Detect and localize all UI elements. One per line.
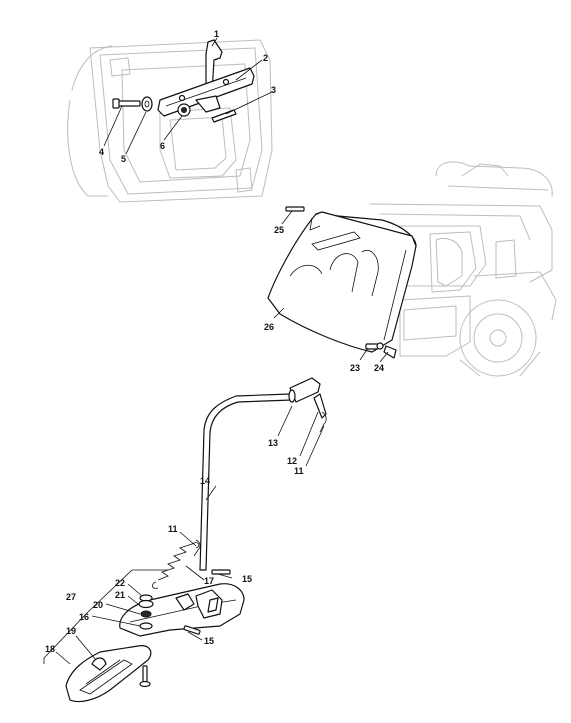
callout-13: 13	[268, 438, 278, 448]
foot-pedal-part	[65, 645, 152, 703]
callout-27: 27	[66, 592, 76, 602]
pedal-plate-part	[119, 583, 245, 637]
rod-pin-lower-part	[183, 625, 201, 635]
callout-16: 16	[79, 612, 89, 622]
catcher-bolt-part	[365, 342, 384, 350]
callout-26: 26	[264, 322, 274, 332]
callout-1: 1	[214, 29, 219, 39]
washer-part	[141, 96, 153, 112]
callout-18: 18	[45, 644, 55, 654]
mower-rear-view	[267, 161, 557, 377]
grass-catcher-part	[267, 211, 417, 353]
callout-15-lower: 15	[204, 636, 214, 646]
lever-assembly	[199, 377, 327, 579]
callout-17: 17	[204, 576, 214, 586]
callout-5: 5	[121, 154, 126, 164]
callout-14: 14	[200, 476, 210, 486]
callout-19: 19	[66, 626, 76, 636]
rod-pin-upper-part	[211, 569, 231, 575]
washer-stack-part	[138, 594, 154, 630]
pedal-base-assembly	[43, 531, 245, 703]
callout-25: 25	[274, 225, 284, 235]
catcher-clip-part	[383, 345, 397, 359]
callout-24: 24	[374, 363, 384, 373]
callout-11-lower: 11	[168, 524, 178, 534]
retaining-pin-part	[313, 393, 327, 419]
bolt-part	[112, 98, 141, 109]
callout-11-upper: 11	[294, 466, 304, 476]
callout-12: 12	[287, 456, 297, 466]
split-pin-upper-part	[319, 411, 327, 433]
callout-22: 22	[115, 578, 125, 588]
pedal-bolt-part	[139, 665, 151, 688]
callout-4: 4	[99, 147, 104, 157]
spring-part	[152, 542, 200, 589]
callout-2: 2	[263, 53, 268, 63]
callout-21: 21	[115, 590, 125, 600]
spring-clip-part	[211, 109, 237, 123]
callout-20: 20	[93, 600, 103, 610]
callout-3: 3	[271, 85, 276, 95]
callout-23: 23	[350, 363, 360, 373]
hinge-pin-part	[285, 206, 305, 212]
nut-part	[177, 103, 191, 117]
lift-rod-part	[199, 393, 293, 571]
handle-grip-part	[288, 377, 321, 403]
callout-labels: 1 2 3 4 5 6 25 26 23 24 13 12 11 14 11 1…	[45, 29, 384, 654]
callout-15-upper: 15	[242, 574, 252, 584]
split-pin-lower-part	[193, 539, 201, 557]
callout-6: 6	[160, 141, 165, 151]
door-latch-assembly	[67, 37, 273, 203]
